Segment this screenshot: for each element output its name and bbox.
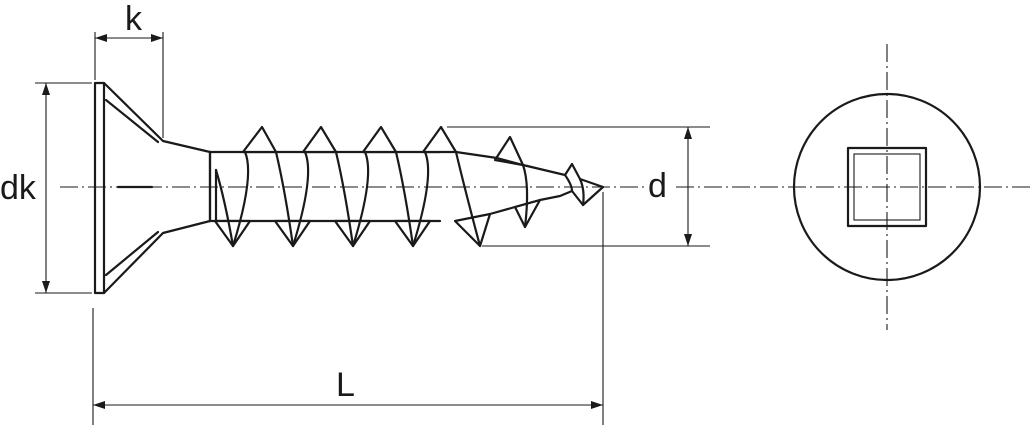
k-arrow-right: [151, 34, 163, 42]
centerlines: [60, 44, 1034, 330]
head-cone-line-upper: [104, 98, 160, 144]
square-drive-outer: [846, 146, 928, 228]
dk-arrow-top: [42, 83, 50, 95]
L-arrow-right: [591, 401, 603, 409]
dimension-d: d: [447, 126, 710, 247]
square-drive-inner: [853, 153, 921, 221]
thread-crest: [301, 125, 338, 154]
head-cone-line-lower: [104, 230, 160, 277]
screw-side-view: [93, 81, 605, 295]
dk-arrow-bottom: [42, 281, 50, 293]
thread-crest: [333, 219, 372, 248]
dimension-dk: dk: [0, 82, 92, 294]
thread-helix: [454, 150, 482, 248]
thread-helix: [411, 150, 430, 248]
thread-crest: [241, 125, 278, 154]
thread-helix: [291, 150, 310, 248]
tip-thread-helix: [521, 163, 529, 229]
d-arrow-top: [684, 127, 692, 139]
thread-crest: [393, 219, 432, 248]
head-end-view: [792, 92, 982, 282]
thread-crest: [273, 219, 312, 248]
thread-crest: [361, 125, 398, 154]
tip-thread-helix: [578, 177, 585, 207]
k-label: k: [125, 0, 143, 38]
d-arrow-bottom: [684, 234, 692, 246]
tip-bottom-edge: [488, 185, 605, 216]
k-arrow-left: [95, 34, 107, 42]
dk-label: dk: [0, 169, 37, 207]
tip-thread-helix: [563, 173, 574, 193]
thread-crest: [421, 125, 458, 154]
thread-helix: [214, 168, 235, 248]
thread-helix: [334, 150, 355, 248]
dimension-L: L: [92, 192, 604, 425]
screw-tip: [454, 150, 605, 229]
d-label: d: [648, 167, 667, 205]
thread-helix: [231, 150, 250, 248]
thread-crests: [213, 125, 542, 248]
d-label-bg: [646, 168, 676, 206]
dimension-k: k: [94, 0, 164, 138]
thread-crest: [493, 135, 525, 167]
countersunk-head: [93, 81, 212, 295]
thread-helix: [394, 150, 415, 248]
thread-helix: [351, 150, 370, 248]
head-top-face: [93, 81, 106, 295]
L-label: L: [336, 366, 355, 404]
dk-label-bg: [0, 168, 44, 206]
head-outer-circle: [792, 92, 982, 282]
thread-crest: [213, 219, 252, 248]
L-arrow-left: [93, 401, 105, 409]
thread-helix-lines: [214, 150, 482, 248]
thread-helix: [274, 150, 295, 248]
